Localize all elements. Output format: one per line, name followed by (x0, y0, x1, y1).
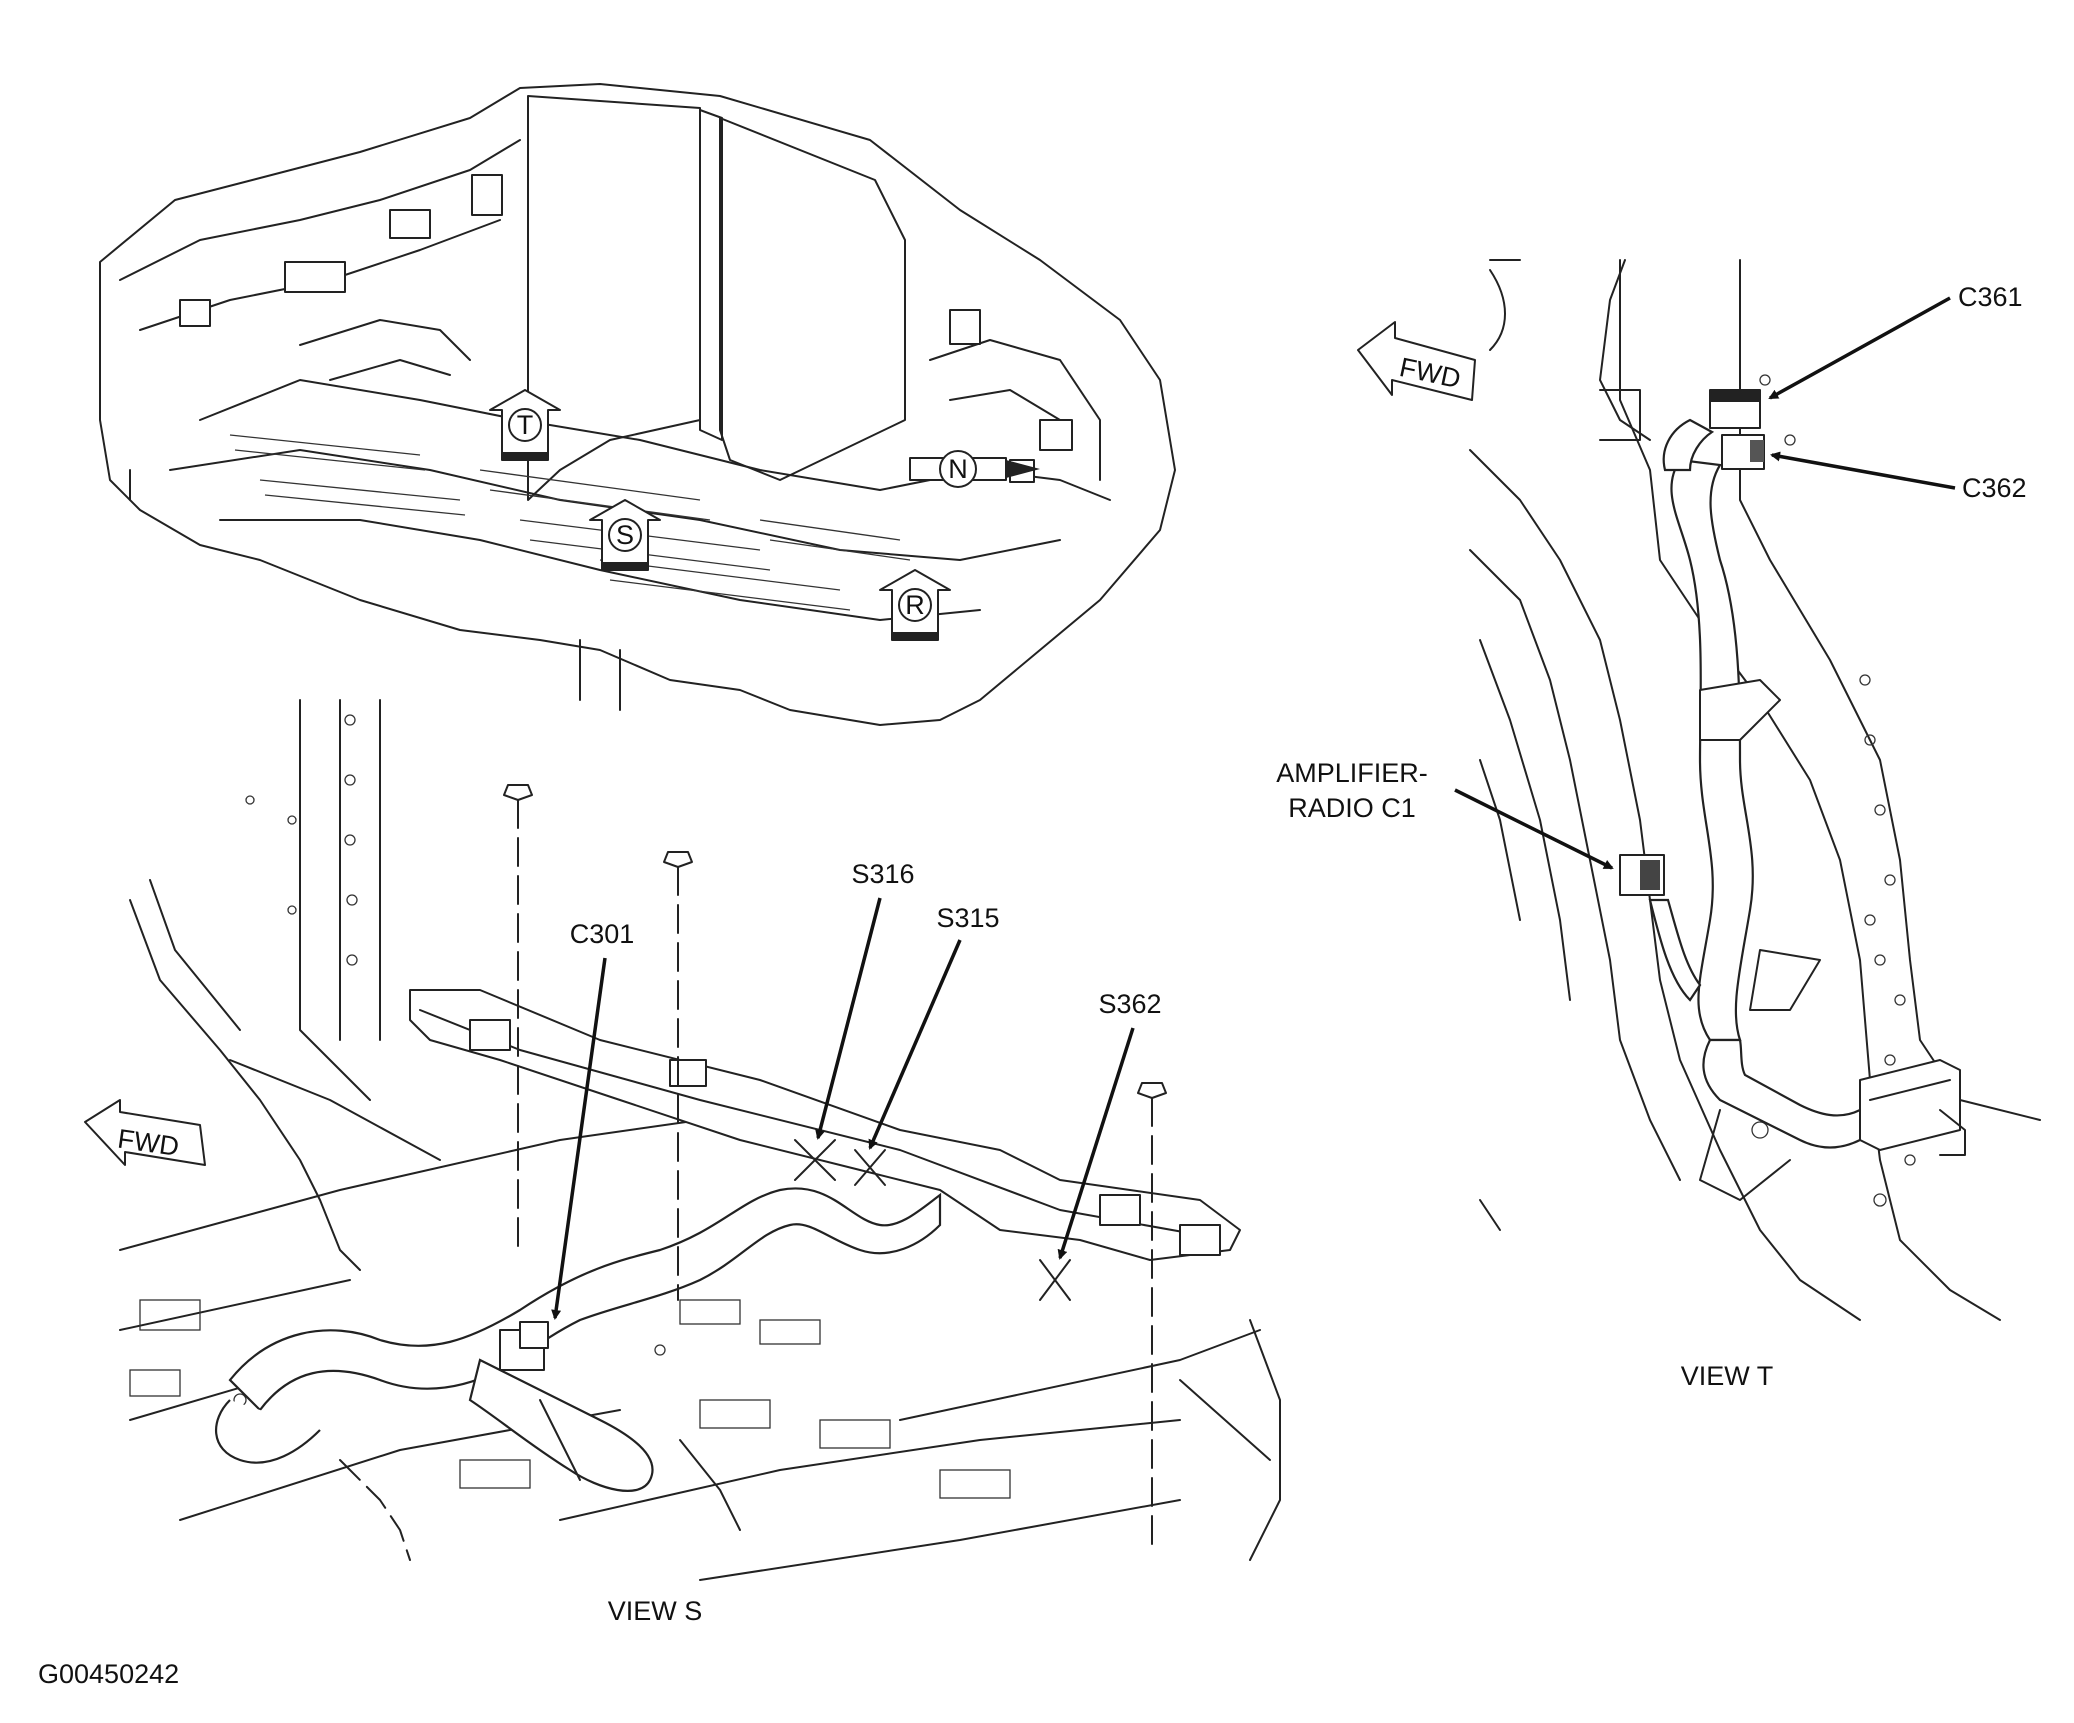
leader-s316 (815, 897, 882, 1140)
vehicle-body-overview: T S N R (99, 83, 1176, 726)
connector-amplifier-radio-c1 (1619, 854, 1665, 896)
view-t-fwd-arrow: FWD (1357, 321, 1476, 401)
label-s362: S362 (1098, 989, 1161, 1019)
view-s-fwd-arrow: FWD (84, 1099, 206, 1166)
marker-n-label: N (948, 454, 968, 484)
fastener-1 (503, 784, 533, 1256)
leader-c301 (551, 957, 607, 1320)
view-t-title: VIEW T (1681, 1361, 1774, 1391)
figure-id: G00450242 (38, 1659, 179, 1689)
label-s315: S315 (936, 903, 999, 933)
leader-c362 (1770, 451, 1956, 490)
connector-c361 (1709, 389, 1761, 429)
leader-s315 (868, 939, 962, 1150)
label-s316: S316 (851, 859, 914, 889)
label-c362: C362 (1962, 473, 2027, 503)
view-s-title: VIEW S (608, 1596, 703, 1626)
marker-n: N (909, 450, 1040, 488)
fastener-2 (663, 851, 693, 1301)
label-c301: C301 (570, 919, 635, 949)
label-amplifier-line1: AMPLIFIER- (1276, 758, 1428, 788)
fastener-3 (1137, 1082, 1167, 1551)
marker-r-label: R (905, 590, 925, 620)
leader-c361 (1768, 296, 1951, 400)
marker-t-label: T (517, 410, 534, 440)
leader-amplifier-radio-c1 (1454, 788, 1614, 870)
marker-s-label: S (616, 520, 634, 550)
connector-c362 (1721, 434, 1765, 470)
label-amplifier-line2: RADIO C1 (1288, 793, 1416, 823)
leader-s362 (1057, 1027, 1135, 1260)
view-t-illustration (1469, 259, 2041, 1321)
marker-s: S (589, 499, 661, 571)
view-s-illustration (119, 699, 1281, 1581)
marker-t: T (489, 389, 561, 461)
marker-r: R (879, 569, 951, 641)
label-c361: C361 (1958, 282, 2023, 312)
